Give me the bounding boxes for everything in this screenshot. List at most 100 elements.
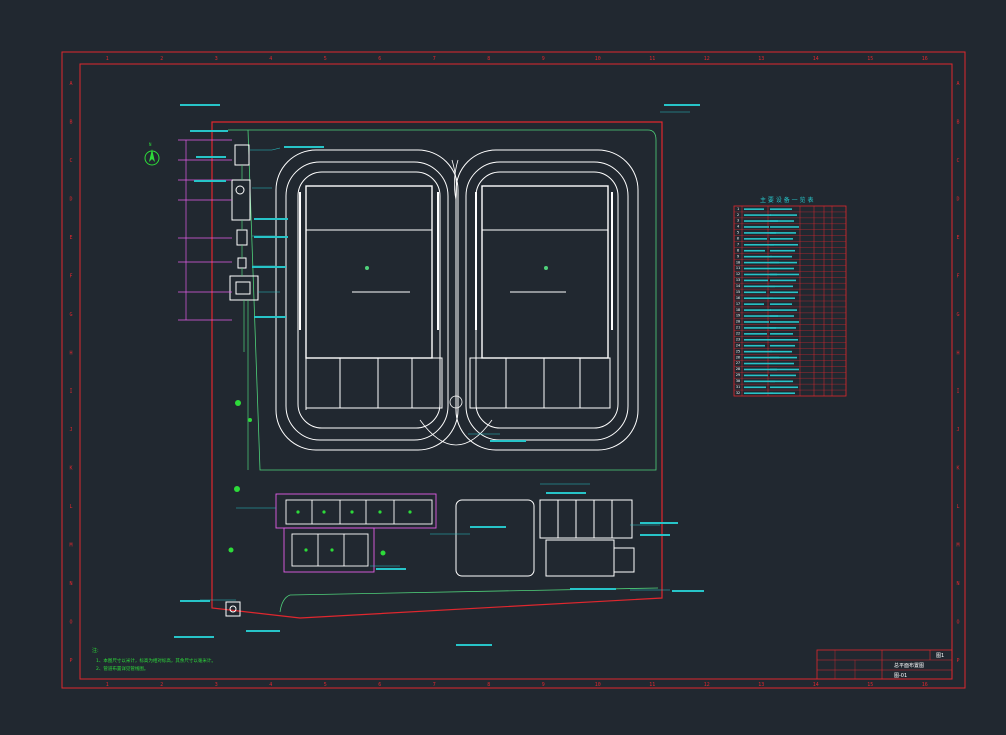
table-cell-text <box>770 255 792 258</box>
table-cell-text <box>744 238 767 240</box>
table-cell-text <box>770 243 798 246</box>
border-row-label: A <box>69 81 72 87</box>
border-row-label: J <box>956 427 959 433</box>
border-row-label: I <box>956 389 959 395</box>
table-row-number: 7 <box>737 242 739 246</box>
border-row-label: E <box>69 235 72 241</box>
border-row-label: C <box>956 158 959 164</box>
equipment-table-row-numbers: 1234567891011121314151617181920212223242… <box>736 207 740 395</box>
border-row-label: O <box>69 619 72 625</box>
table-cell-text <box>770 344 795 347</box>
sludge-yard <box>455 499 535 577</box>
table-cell-text <box>770 362 794 365</box>
border-column-label: 4 <box>269 682 272 688</box>
border-column-label: 3 <box>215 682 218 688</box>
annotation-leaders <box>200 111 690 601</box>
table-row-number: 26 <box>736 355 740 359</box>
site-boundary <box>211 121 663 619</box>
pretreatment-pipes <box>241 165 249 470</box>
tank-markers <box>365 266 548 270</box>
table-cell-text <box>770 321 799 323</box>
table-cell-text <box>744 243 774 246</box>
border-column-label: 9 <box>542 56 545 62</box>
table-cell-text <box>770 350 792 353</box>
table-cell-text <box>770 226 799 228</box>
table-row-number: 2 <box>737 213 739 217</box>
table-cell-text <box>744 309 771 311</box>
border-row-label: G <box>69 312 72 318</box>
general-notes: 注: 1、本图尺寸以米计，标高为相对标高，其余尺寸以毫米计。 2、管道布置详见管… <box>92 647 216 672</box>
tank-center-wall <box>419 159 493 446</box>
border-column-label: 9 <box>542 682 545 688</box>
table-cell-text <box>744 261 779 264</box>
tank-left <box>275 149 459 451</box>
note-1: 1、本图尺寸以米计，标高为相对标高，其余尺寸以毫米计。 <box>96 657 216 664</box>
border-row-label: B <box>956 120 959 126</box>
border-row-label: L <box>69 504 72 510</box>
border-column-label: 15 <box>867 682 873 688</box>
table-row-number: 13 <box>736 278 740 282</box>
table-cell-text <box>770 374 796 377</box>
border-row-label: H <box>956 350 959 356</box>
table-cell-text <box>744 297 773 300</box>
equipment-table: 主 要 设 备 一 览 表 12345678910111213141516171… <box>733 196 847 397</box>
drawing-frame <box>61 51 966 689</box>
border-row-label: J <box>69 427 72 433</box>
table-row-number: 17 <box>736 302 740 306</box>
border-column-label: 16 <box>922 682 928 688</box>
table-cell-text <box>770 273 799 276</box>
border-row-label: F <box>956 273 959 279</box>
border-row-label: P <box>956 658 959 664</box>
table-row-number: 15 <box>736 290 740 294</box>
table-cell-text <box>744 333 767 335</box>
table-cell-text <box>744 303 764 305</box>
table-cell-text <box>770 279 796 282</box>
table-cell-text <box>770 380 793 383</box>
table-cell-text <box>744 327 776 329</box>
table-cell-text <box>744 273 777 276</box>
title-block-badge: 图1 <box>936 653 944 659</box>
table-cell-text <box>744 338 774 341</box>
landscape-trees <box>228 400 386 556</box>
border-column-label: 14 <box>813 682 819 688</box>
table-cell-text <box>770 232 796 234</box>
table-cell-text <box>744 350 772 353</box>
table-cell-text <box>770 220 794 222</box>
table-cell-text <box>770 327 796 329</box>
border-row-label: C <box>69 158 72 164</box>
table-row-number: 10 <box>736 260 740 264</box>
table-cell-text <box>744 285 775 288</box>
table-cell-text <box>744 344 765 347</box>
border-row-label: M <box>956 542 959 548</box>
table-cell-text <box>770 309 797 311</box>
table-row-number: 25 <box>736 349 740 353</box>
gatehouse <box>225 601 241 617</box>
equipment-table-title: 主 要 设 备 一 览 表 <box>760 196 813 204</box>
table-cell-text <box>770 297 795 300</box>
table-cell-text <box>770 392 795 395</box>
title-block-sheet-title: 总平面布置图 <box>894 662 924 669</box>
table-row-number: 19 <box>736 314 740 318</box>
table-row-number: 31 <box>736 385 740 389</box>
annotation-text-bars <box>174 104 704 646</box>
table-row-number: 12 <box>736 272 740 276</box>
border-row-label: F <box>69 273 72 279</box>
table-row-number: 16 <box>736 296 740 300</box>
border-column-label: 3 <box>215 56 218 62</box>
border-row-label: M <box>69 542 72 548</box>
border-column-label: 8 <box>487 682 490 688</box>
table-cell-text <box>770 208 792 210</box>
pretreatment-units <box>229 144 259 301</box>
table-row-number: 1 <box>737 207 739 211</box>
table-cell-text <box>744 321 769 323</box>
border-row-label: G <box>956 312 959 318</box>
table-cell-text <box>770 333 793 335</box>
table-cell-text <box>744 392 773 395</box>
table-cell-text <box>744 374 768 377</box>
table-row-number: 4 <box>737 225 739 229</box>
table-cell-text <box>770 261 797 264</box>
table-cell-text <box>770 356 797 359</box>
table-row-number: 11 <box>736 266 740 270</box>
table-cell-text <box>744 279 768 282</box>
